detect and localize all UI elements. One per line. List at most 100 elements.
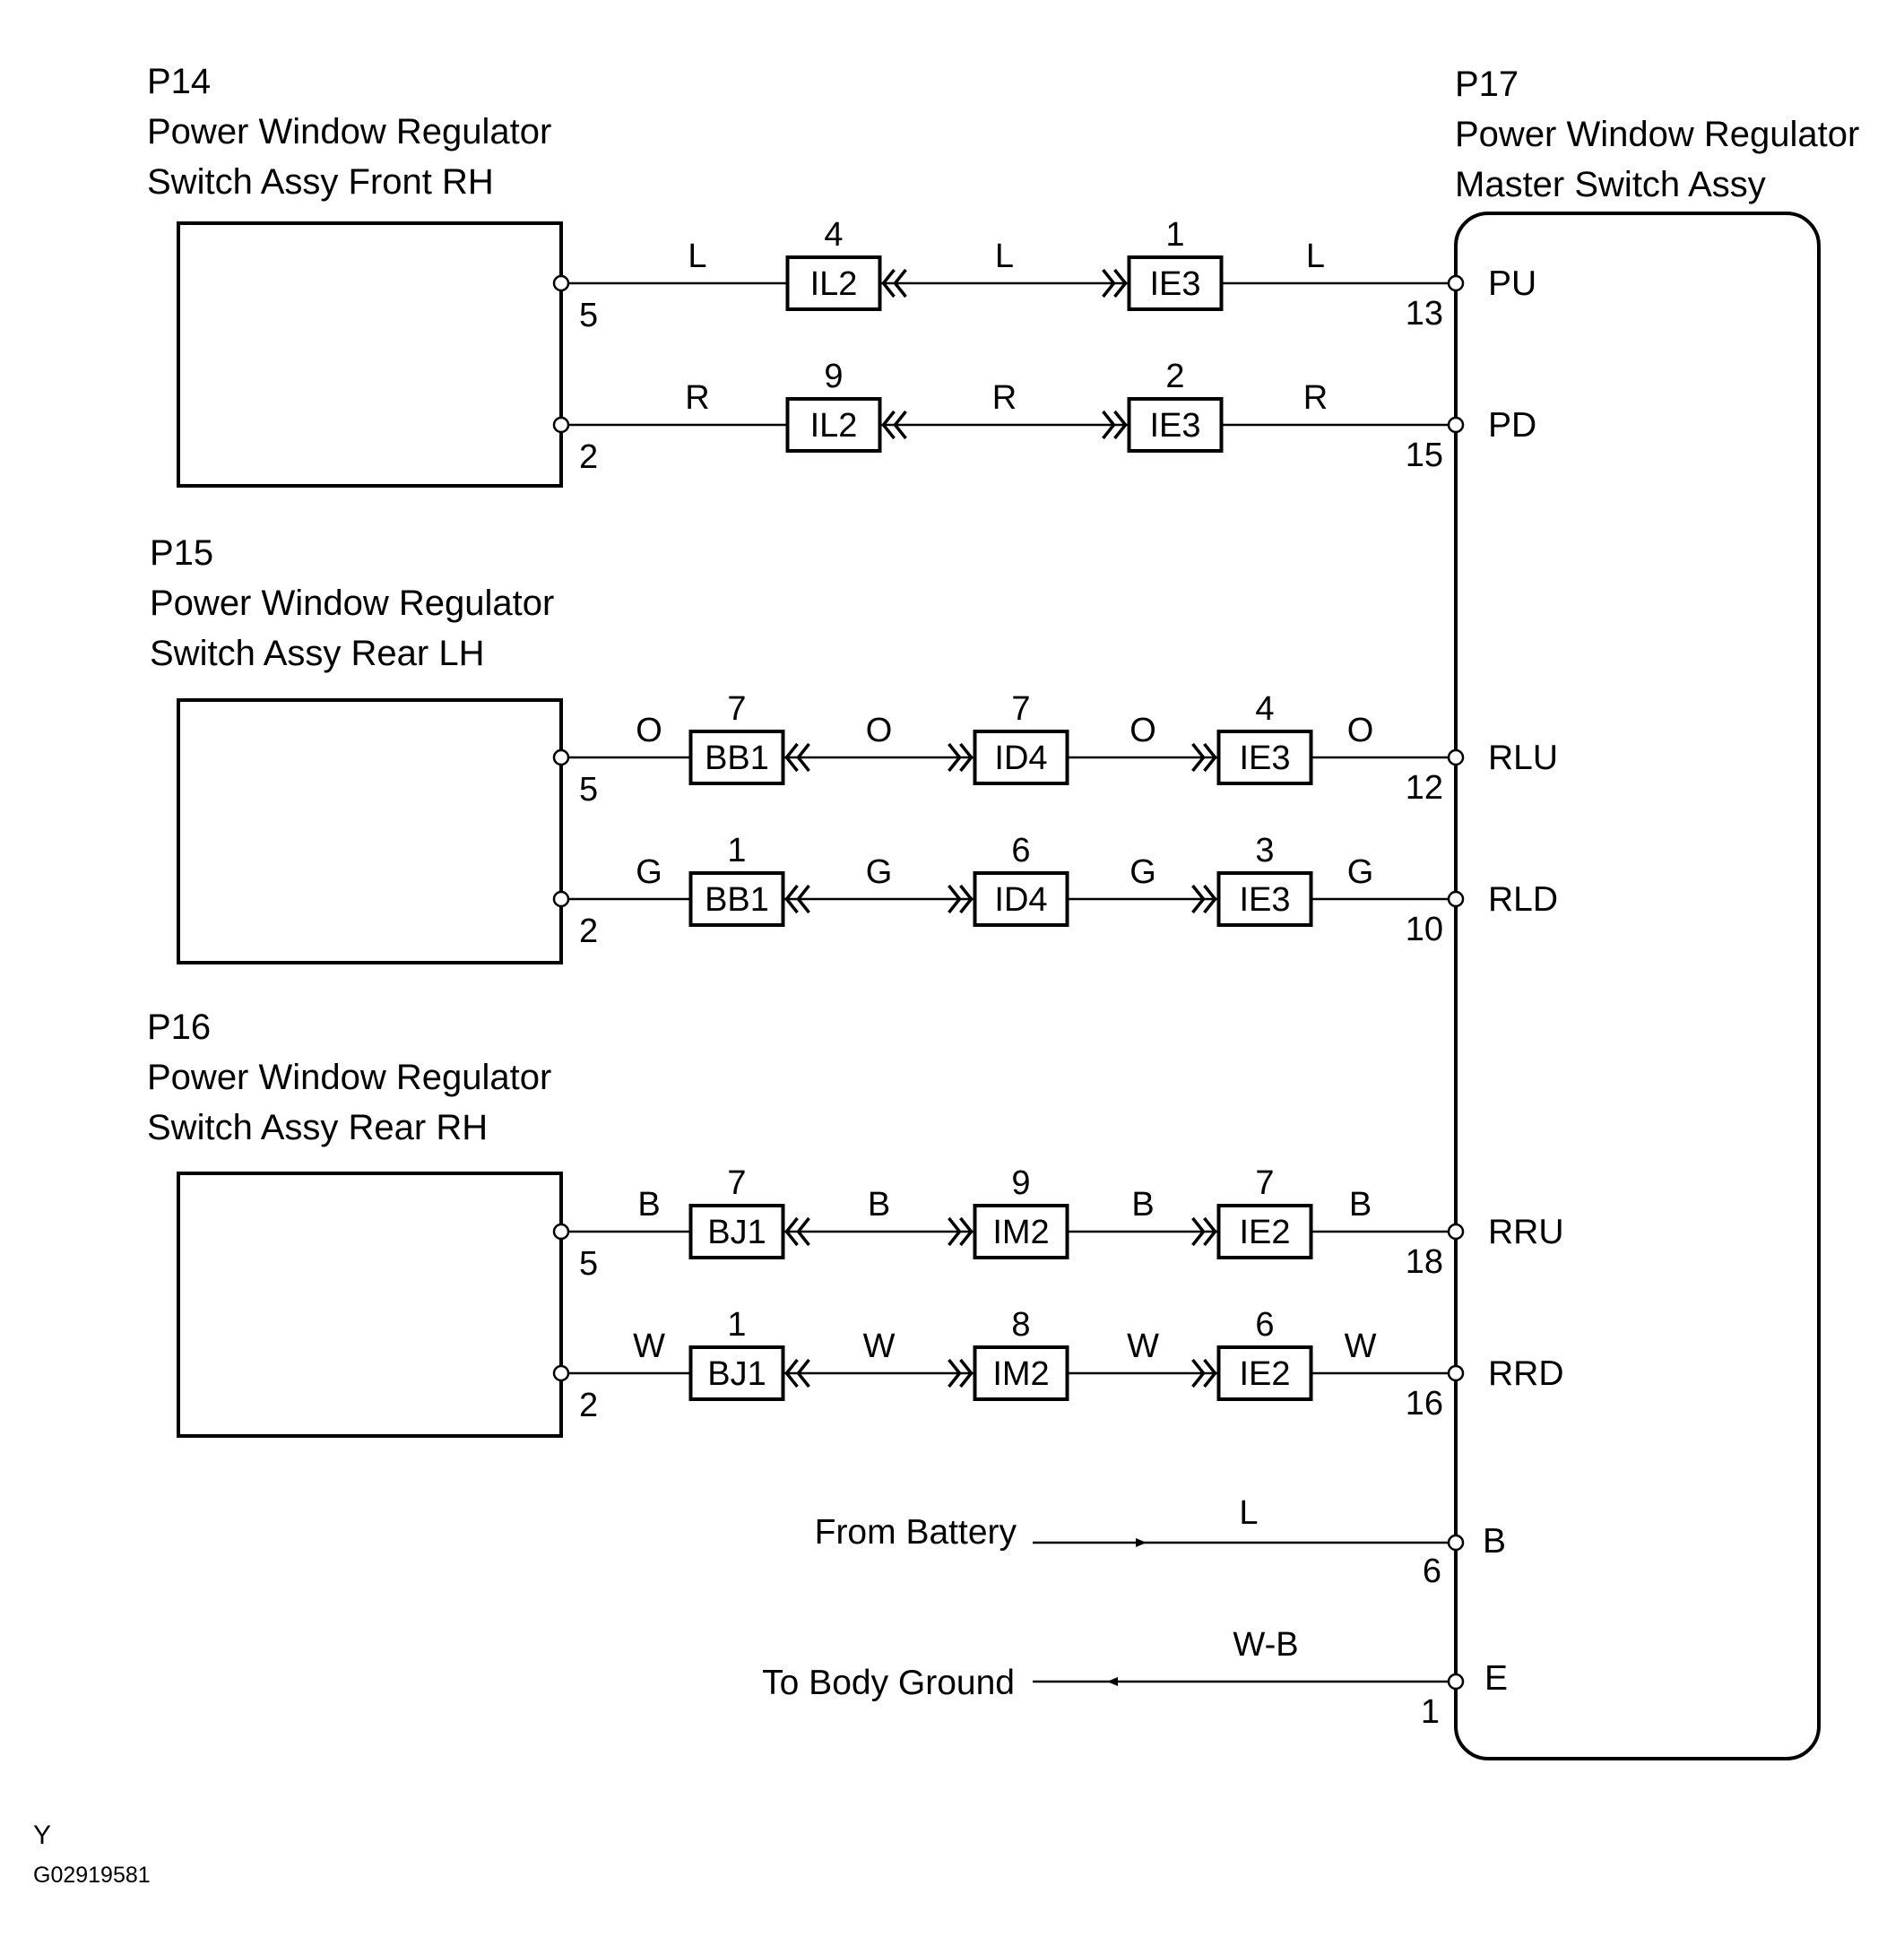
terminal-name: RLU [1488,739,1558,777]
pin-number: 1 [1421,1693,1440,1731]
terminal-name: E [1484,1659,1508,1698]
wire-color-label: L [995,238,1014,275]
component-name-line: Switch Assy Front RH [147,162,494,202]
female-connector-mark [784,1216,810,1247]
connector-name: ID4 [994,739,1047,777]
wire-color-label: R [1303,379,1328,417]
male-connector-mark [948,884,974,914]
pin-terminal [552,1223,570,1241]
component-name-line: Power Window Regulator [1455,115,1859,154]
connector-name: IM2 [992,1355,1049,1393]
pin-number: 2 [579,438,598,476]
component-label-p16: P16 Power Window Regulator Switch Assy R… [147,1008,551,1147]
connector-pin-number: 7 [1011,690,1030,728]
pin-number: 13 [1406,295,1443,333]
component-code: P14 [147,62,211,101]
connector-name: BB1 [705,881,769,919]
wire-color-label: B [637,1186,660,1224]
connector-box [785,255,882,311]
connector-box [1216,1204,1313,1259]
terminal-name: RLD [1488,880,1558,919]
component-name-line: Power Window Regulator [150,584,554,623]
male-connector-mark [1102,268,1128,298]
wire-color-label: B [1349,1186,1372,1224]
wire-color-label: O [1129,712,1156,749]
pin-number: 5 [579,297,598,334]
connector-name: IE3 [1149,265,1200,303]
wire-color-label: L [1306,238,1325,275]
male-connector-mark [948,1216,974,1247]
component-name-line: Power Window Regulator [147,1058,551,1097]
component-label-p14: P14 Power Window Regulator Switch Assy F… [147,62,551,202]
wire-color-label: L [1239,1494,1258,1532]
male-connector-mark [948,742,974,773]
wire-color-label: O [636,712,662,749]
connector-box [688,871,785,927]
wire-color-label: R [992,379,1017,417]
pin-terminal [552,1364,570,1382]
switch-box-p16 [177,1172,563,1438]
connector-pin-number: 1 [1165,216,1184,254]
pin-number: 15 [1406,437,1443,474]
connector-pin-number: 9 [1011,1164,1030,1202]
connector-pin-number: 4 [824,216,843,254]
switch-box-p14 [177,221,563,488]
connector-name: IM2 [992,1214,1049,1251]
wire-color-label: W-B [1233,1626,1298,1664]
connector-box [785,397,882,453]
pin-terminal [1447,890,1465,908]
ground-label: To Body Ground [762,1664,1015,1702]
wire-color-label: O [866,712,893,749]
connector-pin-number: 3 [1255,832,1274,869]
pin-number: 18 [1406,1243,1443,1281]
connector-box [688,1345,785,1401]
female-connector-mark [784,884,810,914]
connector-box [1216,871,1313,927]
connector-box [1216,1345,1313,1401]
battery-feed: From Battery L 6 B [815,1494,1506,1590]
connector-box [973,1345,1069,1401]
component-name-line: Power Window Regulator [147,112,551,151]
wire-color-label: W [1127,1328,1159,1365]
connector-name: IE3 [1149,407,1200,445]
connector-name: ID4 [994,881,1047,919]
pin-number: 12 [1406,769,1443,807]
pin-terminal [1447,1223,1465,1241]
component-name-line: Switch Assy Rear LH [150,634,484,673]
female-connector-mark [784,742,810,773]
female-connector-mark [881,410,907,440]
pin-terminal [552,890,570,908]
pin-terminal [1447,1673,1465,1691]
connector-name: BJ1 [707,1355,766,1393]
connector-pin-number: 8 [1011,1306,1030,1344]
connector-pin-number: 1 [727,1306,746,1344]
wire-color-label: G [866,853,893,891]
wire-color-label: W [863,1328,896,1365]
connector-box [1216,730,1313,785]
connector-box [688,1204,785,1259]
male-connector-mark [1191,742,1217,773]
connector-pin-number: 2 [1165,358,1184,395]
connector-box [1127,255,1224,311]
connector-pin-number: 9 [824,358,843,395]
pin-number: 16 [1406,1385,1443,1423]
male-connector-mark [1102,410,1128,440]
pin-number: 10 [1406,911,1443,948]
component-code: P16 [147,1008,211,1047]
pin-terminal [1447,1534,1465,1552]
pin-terminal [552,274,570,292]
component-label-p15: P15 Power Window Regulator Switch Assy R… [150,533,554,673]
wire-color-label: W [633,1328,665,1365]
connector-box [688,730,785,785]
component-label-p17: P17 Power Window Regulator Master Switch… [1455,65,1859,204]
pin-number: 2 [579,1387,598,1424]
connector-name: IE3 [1239,739,1290,777]
pin-terminal [1447,416,1465,434]
